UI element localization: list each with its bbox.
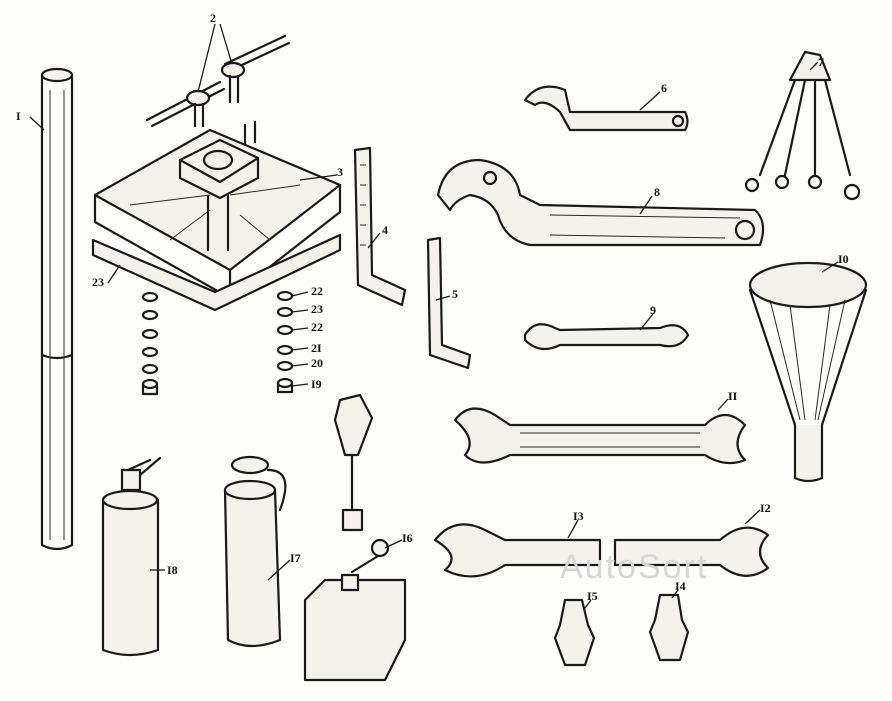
part-13-wrench-large — [433, 523, 602, 578]
part-2-t-handles — [145, 34, 291, 128]
label-12: I2 — [760, 501, 771, 515]
label-15: I5 — [587, 589, 598, 603]
label-9: 9 — [650, 303, 656, 317]
label-2: 2 — [210, 11, 216, 25]
label-19: I9 — [311, 377, 322, 391]
label-8: 8 — [654, 185, 660, 199]
leader-lines — [29, 23, 839, 609]
part-23-base-plate — [91, 233, 342, 312]
part-3-fixture-stand — [93, 120, 342, 300]
label-10: I0 — [838, 252, 849, 266]
label-22a: 22 — [311, 284, 323, 298]
label-20: 20 — [311, 356, 323, 370]
part-9-wrench-small — [523, 323, 690, 351]
label-4: 4 — [382, 223, 388, 237]
label-23b: 23 — [311, 302, 323, 316]
washers-left — [141, 291, 159, 396]
part-12-wrench-large — [613, 526, 770, 577]
label-3: 3 — [337, 165, 343, 179]
part-5-hex-key-small — [426, 236, 472, 370]
part-17-bottle — [223, 455, 287, 648]
label-23a: 23 — [92, 275, 104, 289]
label-1: I — [16, 109, 21, 123]
label-7: 7 — [818, 55, 824, 69]
part-8-hook-spanner — [436, 158, 765, 247]
washer-leaders — [291, 291, 309, 387]
part-4-hex-key — [353, 146, 407, 307]
label-13: I3 — [573, 509, 584, 523]
washers-right — [276, 290, 294, 394]
part-11-wrench-medium — [453, 407, 747, 465]
part-18-extinguisher — [101, 456, 162, 657]
part-14-nipple — [648, 593, 690, 662]
label-11: II — [728, 389, 738, 403]
part-10-funnel — [748, 261, 868, 483]
label-22b: 22 — [311, 320, 323, 334]
part-16-grease-gun — [303, 393, 407, 682]
part-15-nipple — [553, 598, 596, 667]
part-1-tube — [40, 67, 74, 551]
part-6-hook-spanner — [523, 85, 689, 132]
watermark: AutoSort — [560, 548, 708, 586]
label-21: 2I — [311, 341, 322, 355]
label-18: I8 — [167, 563, 178, 577]
label-14: I4 — [675, 579, 686, 593]
label-6: 6 — [661, 81, 667, 95]
label-16: I6 — [402, 531, 413, 545]
part-7-lifting-sling — [744, 50, 861, 201]
label-5: 5 — [452, 287, 458, 301]
label-17: I7 — [290, 551, 301, 565]
callout-labels: I 2 3 4 5 6 7 8 9 I0 II I2 I3 I4 I5 I6 I… — [16, 11, 849, 603]
